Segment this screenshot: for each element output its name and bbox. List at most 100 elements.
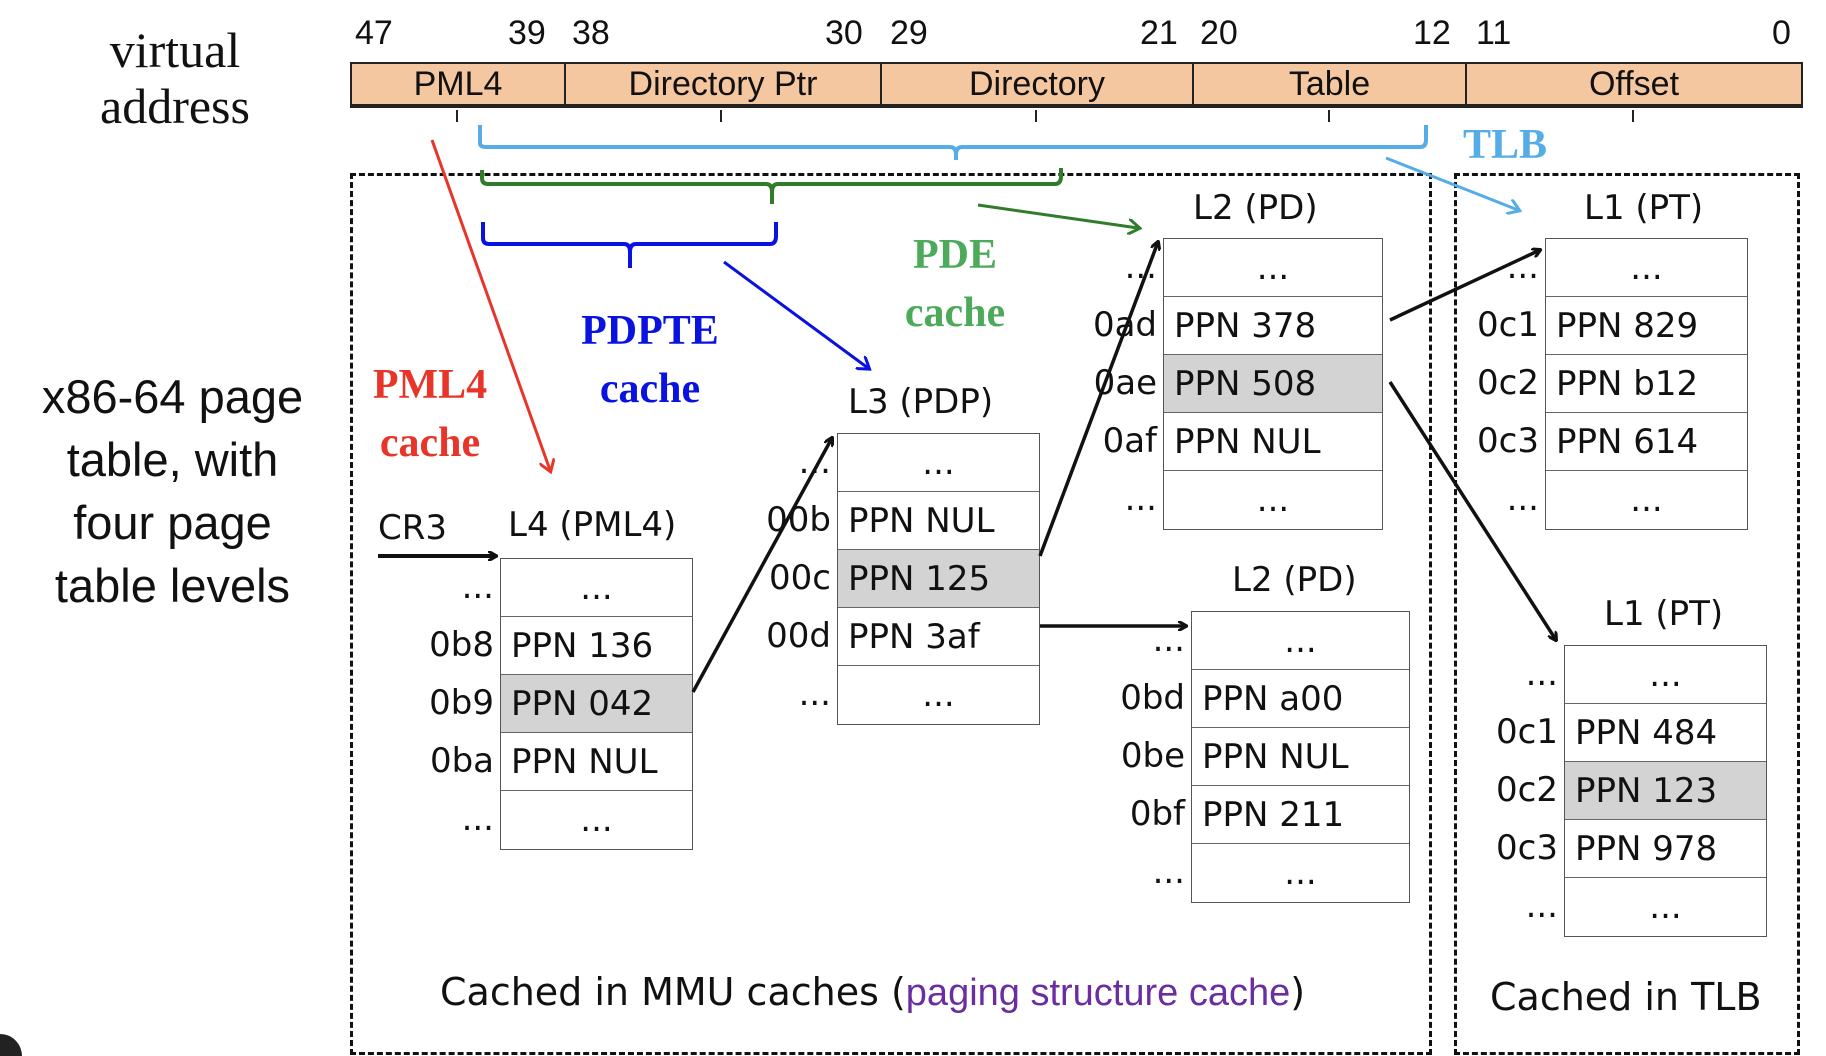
pdpte-cache-label-line: cache: [599, 366, 701, 412]
table-entry-index: 0c3: [1496, 828, 1558, 868]
table-title-l3: L3 (PDP): [848, 382, 994, 422]
table-entry-index: ...: [461, 567, 494, 607]
table-title-l1-top: L1 (PT): [1584, 188, 1704, 228]
tlb-label: TLB: [1462, 122, 1548, 168]
pde-cache-label-line: PDE: [913, 232, 997, 278]
table-index-column-l4: ... 0b8 0b9 0ba...: [410, 558, 500, 848]
side-caption-line: four page: [73, 496, 272, 549]
address-field-offset: Offset: [1588, 64, 1680, 103]
virtual-address-label-line: virtual: [109, 22, 241, 78]
pml4-cache-label: PML4 cache: [355, 356, 505, 472]
table-entry-index: ...: [1506, 247, 1539, 287]
cr3-label: CR3: [378, 508, 447, 548]
table-entry-index: ...: [1525, 654, 1558, 694]
table-entry-row: PPN 136: [501, 617, 692, 675]
table-entry-row: ...: [1649, 887, 1682, 927]
mmu-cache-caption: Cached in MMU caches (paging structure c…: [440, 970, 1305, 1015]
virtual-address-bar: PML4 Directory Ptr Directory Table Offse…: [350, 62, 1803, 108]
table-title-l1-bottom: L1 (PT): [1604, 594, 1724, 634]
table-entry-row: ...: [580, 800, 613, 840]
table-title-l4: L4 (PML4): [508, 505, 677, 545]
table-entry-index: ...: [798, 674, 831, 714]
pde-cache-label-line: cache: [904, 290, 1006, 336]
address-field-pml4: PML4: [352, 64, 566, 104]
table-entry-row: PPN NUL: [1192, 728, 1409, 786]
table-entry-row: PPN 508: [1164, 355, 1382, 413]
table-entry-index: 0b8: [429, 625, 494, 665]
table-entry-row: PPN b12: [1546, 355, 1747, 413]
table-entry-index: ...: [1124, 479, 1157, 519]
window-corner: [0, 1034, 22, 1056]
bit-label: 21: [1140, 14, 1178, 52]
side-caption-line: table, with: [66, 433, 279, 486]
table-entry-index: 0bd: [1120, 678, 1185, 718]
bit-label: 12: [1413, 14, 1451, 52]
table-entry-row: PPN 211: [1192, 786, 1409, 844]
bit-label: 29: [890, 14, 928, 52]
side-caption-line: table levels: [54, 559, 291, 612]
table-entry-row: PPN NUL: [838, 492, 1039, 550]
table-entry-row: PPN 3af: [838, 608, 1039, 666]
table-entry-row: PPN 378: [1164, 297, 1382, 355]
table-entry-index: ...: [1152, 852, 1185, 892]
table-entry-index: 00d: [766, 616, 831, 656]
pdpte-cache-label: PDPTE cache: [560, 302, 740, 418]
table-entry-index: 0c2: [1496, 770, 1558, 810]
table-entry-row: PPN 614: [1546, 413, 1747, 471]
address-tick: [456, 110, 458, 122]
table-entry-row: PPN 042: [501, 675, 692, 733]
address-tick: [1035, 110, 1037, 122]
bit-label: 39: [508, 14, 546, 52]
table-entry-row: ...: [1164, 239, 1382, 297]
address-tick: [720, 110, 722, 122]
table-entry-index: 0ba: [429, 741, 494, 781]
table-entry-row: PPN a00: [1192, 670, 1409, 728]
side-caption-line: x86-64 page: [41, 370, 304, 423]
pdpte-cache-label-line: PDPTE: [581, 308, 719, 354]
side-caption: x86-64 page table, with four page table …: [0, 365, 345, 617]
table-entry-row: PPN NUL: [501, 733, 692, 791]
table-entry-row: ...: [838, 434, 1039, 492]
table-entry-row: ...: [1284, 853, 1317, 893]
bit-label: 0: [1772, 14, 1791, 52]
paging-structure-cache-text: paging structure cache: [905, 972, 1291, 1014]
bit-label: 47: [355, 14, 393, 52]
table-entry-index: ...: [1506, 479, 1539, 519]
virtual-address-label-line: address: [100, 78, 250, 134]
table-entry-row: ...: [1630, 480, 1663, 520]
table-entry-index: 0b9: [429, 683, 494, 723]
table-entry-row: ...: [501, 559, 692, 617]
bit-label: 20: [1200, 14, 1238, 52]
table-entry-index: 0ad: [1092, 305, 1157, 345]
table-entry-index: ...: [1525, 886, 1558, 926]
table-entry-row: ...: [1256, 480, 1290, 520]
table-entry-row: PPN 978: [1565, 820, 1766, 878]
table-title-l2-top: L2 (PD): [1193, 188, 1318, 228]
virtual-address-label: virtual address: [70, 22, 280, 134]
table-entry-index: 00c: [769, 558, 831, 598]
table-entry-row: ...: [1192, 612, 1409, 670]
address-field-table: Table: [1194, 64, 1467, 104]
address-tick: [1632, 110, 1634, 122]
table-entry-row: ...: [922, 675, 955, 715]
table-index-column-l1-bottom: ... 0c1 0c2 0c3...: [1474, 645, 1564, 935]
table-entry-row: PPN 484: [1565, 704, 1766, 762]
table-entry-index: 0c1: [1496, 712, 1558, 752]
tlb-caption: Cached in TLB: [1490, 975, 1762, 1019]
table-title-l2-bottom: L2 (PD): [1232, 560, 1357, 600]
table-entry-row: PPN NUL: [1164, 413, 1382, 471]
table-entry-index: 0ae: [1093, 363, 1157, 403]
table-entry-index: 0c3: [1477, 421, 1539, 461]
table-entry-index: 0c2: [1477, 363, 1539, 403]
table-entry-index: ...: [461, 799, 494, 839]
mmu-caption-suffix: ): [1290, 970, 1306, 1014]
table-entry-row: PPN 829: [1546, 297, 1747, 355]
address-tick: [1328, 110, 1330, 122]
address-field-directory: Directory: [882, 64, 1194, 104]
table-entry-index: ...: [1124, 247, 1157, 287]
